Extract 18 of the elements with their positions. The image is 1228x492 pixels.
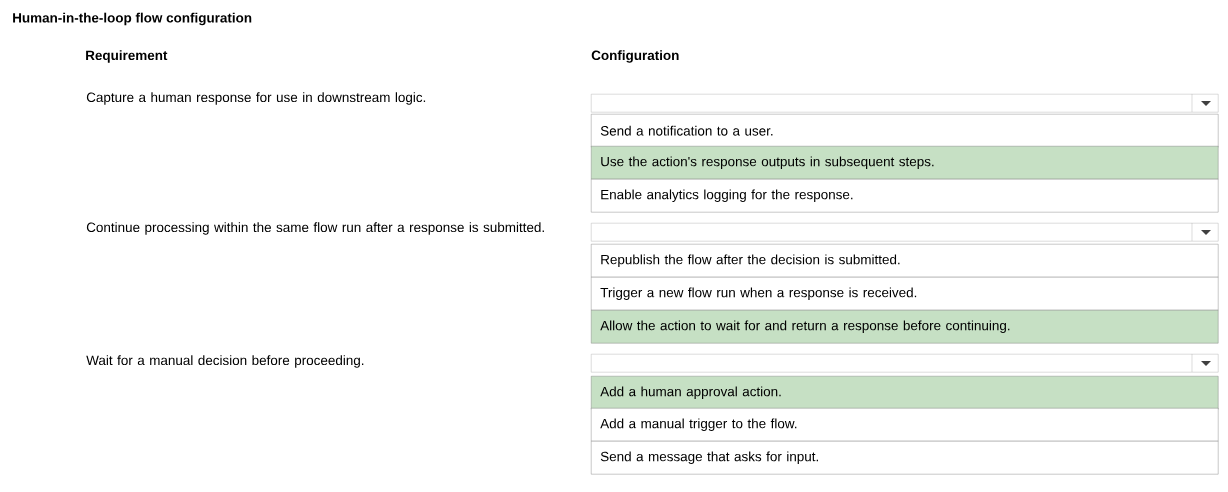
dropdown-option: Republish the flow after the decision is submitted. xyxy=(591,244,1219,278)
dropdown-option: Add a manual trigger to the flow. xyxy=(591,408,1219,442)
dropdown-option: Enable analytics logging for the response. xyxy=(591,179,1219,213)
dropdown-field xyxy=(591,353,1219,373)
column-header: Requirement xyxy=(86,50,168,63)
dropdown-option: Trigger a new flow run when a response is received. xyxy=(591,277,1219,311)
dropdown-option: Send a notification to a user. xyxy=(591,114,1219,148)
title: Human-in-the-loop flow configuration xyxy=(13,12,252,26)
requirement-text: Continue processing within the same flow run after a response is submitted. xyxy=(86,222,544,235)
selected-option: Use the action's response outputs in subsequent steps. xyxy=(591,146,1219,180)
dropdown-field xyxy=(591,222,1219,242)
selected-option: Allow the action to wait for and return a response before continuing. xyxy=(591,310,1219,344)
selected-option: Add a human approval action. xyxy=(591,376,1219,410)
requirement-text: Capture a human response for use in downstream logic. xyxy=(86,92,426,105)
dropdown-field xyxy=(591,93,1219,113)
requirement-text: Wait for a manual decision before proceeding. xyxy=(86,355,364,368)
dropdown-option: Send a message that asks for input. xyxy=(591,441,1219,475)
column-header: Configuration xyxy=(591,50,679,63)
